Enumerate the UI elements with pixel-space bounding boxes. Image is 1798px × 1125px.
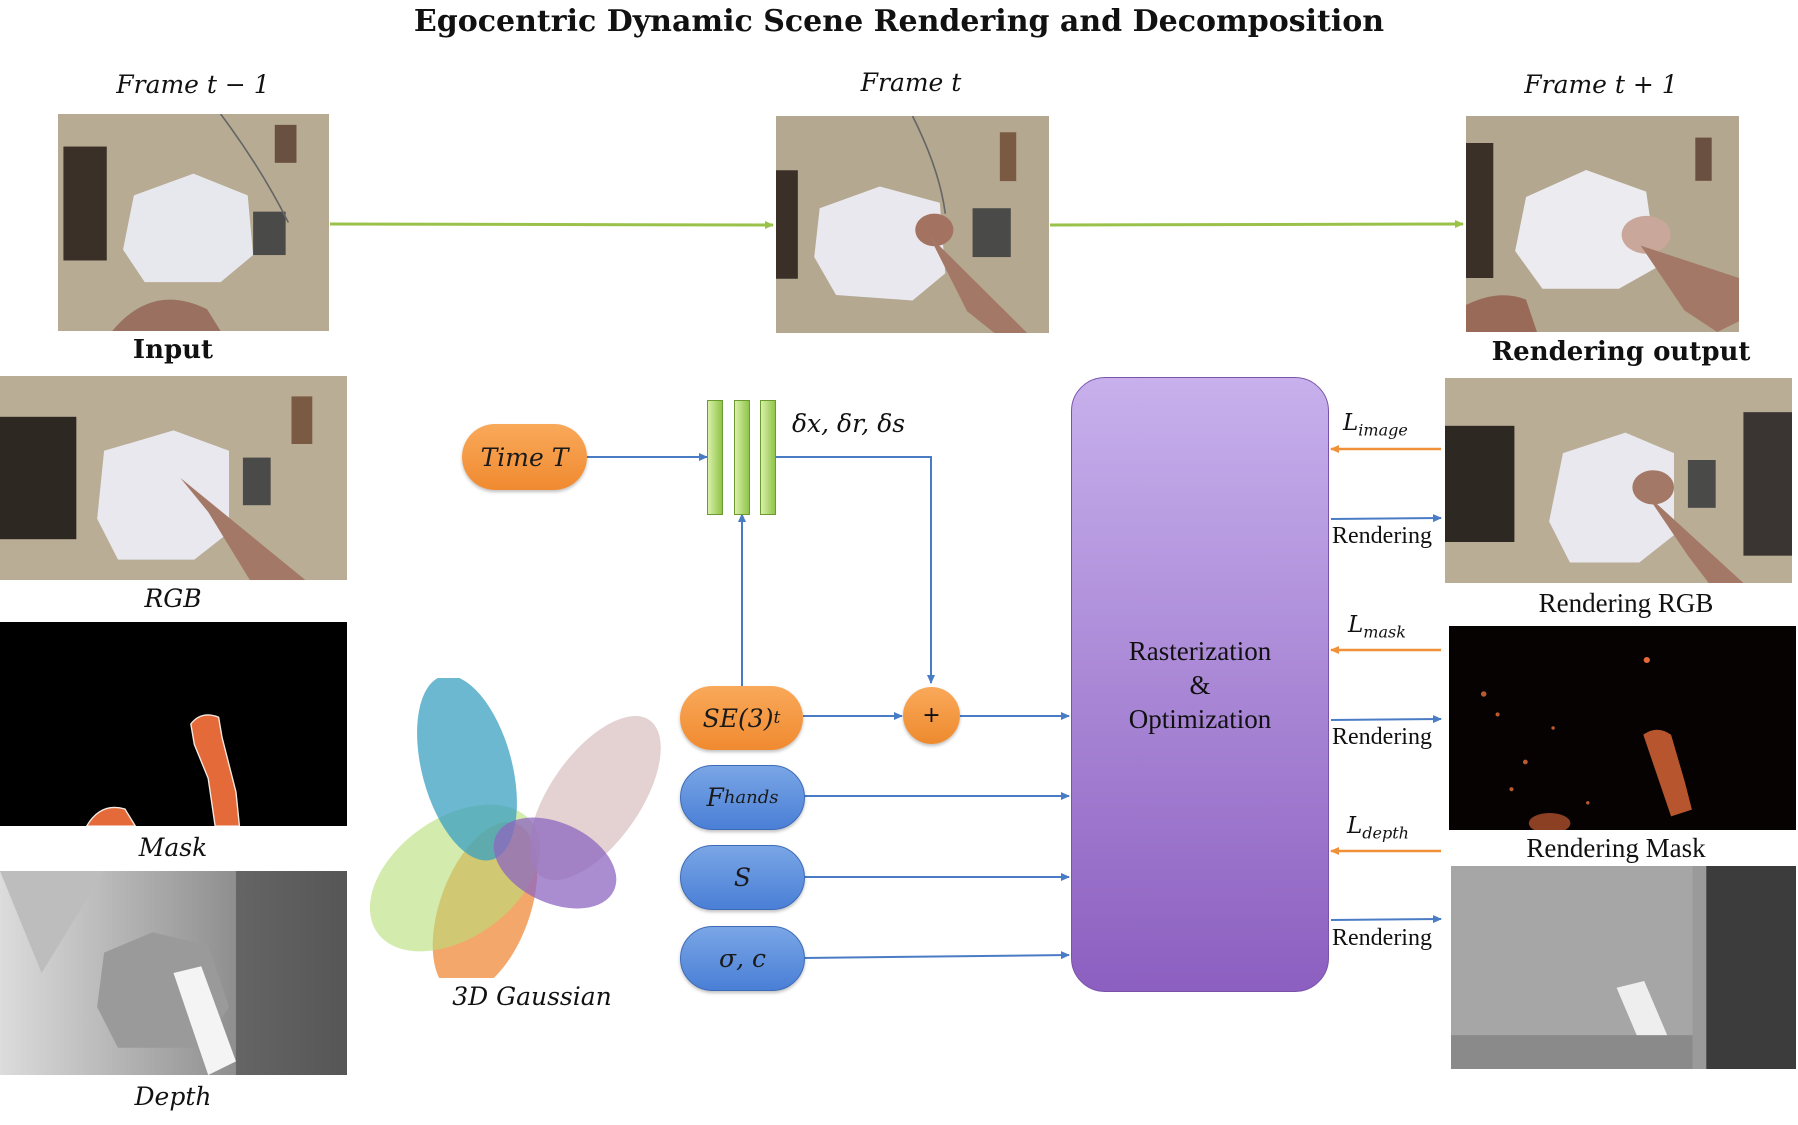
mlp-bar-1 xyxy=(707,400,723,515)
gaussian-label: 3D Gaussian xyxy=(452,982,612,1011)
input-depth-image xyxy=(0,871,347,1075)
rendering-label-rgb: Rendering xyxy=(1332,523,1432,549)
input-heading: Input xyxy=(132,335,214,365)
flow-arrow-prev-current xyxy=(329,220,774,229)
raster-line-1: Rasterization xyxy=(1128,635,1272,666)
output-mask-image xyxy=(1449,626,1796,830)
frame-next-image xyxy=(1466,116,1739,332)
se3-pill: SE(3)t xyxy=(680,686,803,750)
arrow-render-rgb xyxy=(1330,514,1442,523)
frame-current-label: Frame t xyxy=(860,68,962,97)
s-pill: S xyxy=(680,845,805,910)
gaussian-ellipses xyxy=(370,678,661,978)
plus-node: + xyxy=(903,687,960,744)
se3-label: SE(3) xyxy=(702,703,774,733)
rasterization-box: Rasterization & Optimization xyxy=(1071,377,1329,992)
se3-sub: t xyxy=(773,708,781,728)
output-rgb-image xyxy=(1445,378,1792,583)
mlp-bar-2 xyxy=(734,400,750,515)
flow-arrow-current-next xyxy=(1049,220,1464,229)
input-rgb-image xyxy=(0,376,347,580)
fhands-sub: hands xyxy=(723,787,779,808)
output-heading: Rendering output xyxy=(1491,337,1751,367)
frame-current-image xyxy=(776,116,1049,333)
loss-mask-label: Lmask xyxy=(1348,612,1406,642)
arrow-mlp-plus xyxy=(775,456,935,684)
input-depth-label: Depth xyxy=(134,1082,212,1111)
frame-prev-label: Frame t − 1 xyxy=(116,70,270,99)
input-rgb-label: RGB xyxy=(144,584,202,613)
sigma-c-pill: σ, c xyxy=(680,926,805,991)
output-depth-image xyxy=(1451,866,1796,1069)
output-mask-label: Rendering Mask xyxy=(1526,833,1706,863)
mlp-bar-3 xyxy=(760,400,776,515)
raster-line-3: Optimization xyxy=(1128,703,1272,734)
frame-prev-image xyxy=(58,114,329,331)
arrow-render-mask xyxy=(1330,715,1442,724)
frame-next-label: Frame t + 1 xyxy=(1524,70,1678,99)
output-rgb-label: Rendering RGB xyxy=(1538,588,1714,618)
loss-depth-label: Ldepth xyxy=(1347,813,1409,843)
input-mask-label: Mask xyxy=(138,833,208,862)
input-mask-image xyxy=(0,622,347,826)
arrow-render-depth xyxy=(1330,915,1442,924)
fhands-label: F xyxy=(706,783,724,812)
arrow-sigmac-raster xyxy=(802,951,1070,960)
deltas-label: δx, δr, δs xyxy=(792,409,906,438)
rendering-label-depth: Rendering xyxy=(1332,925,1432,951)
rendering-label-mask: Rendering xyxy=(1332,724,1432,750)
loss-image-label: Limage xyxy=(1343,410,1408,440)
raster-line-2: & xyxy=(1189,669,1211,700)
time-pill: Time T xyxy=(462,424,587,490)
figure-title: Egocentric Dynamic Scene Rendering and D… xyxy=(413,4,1385,39)
